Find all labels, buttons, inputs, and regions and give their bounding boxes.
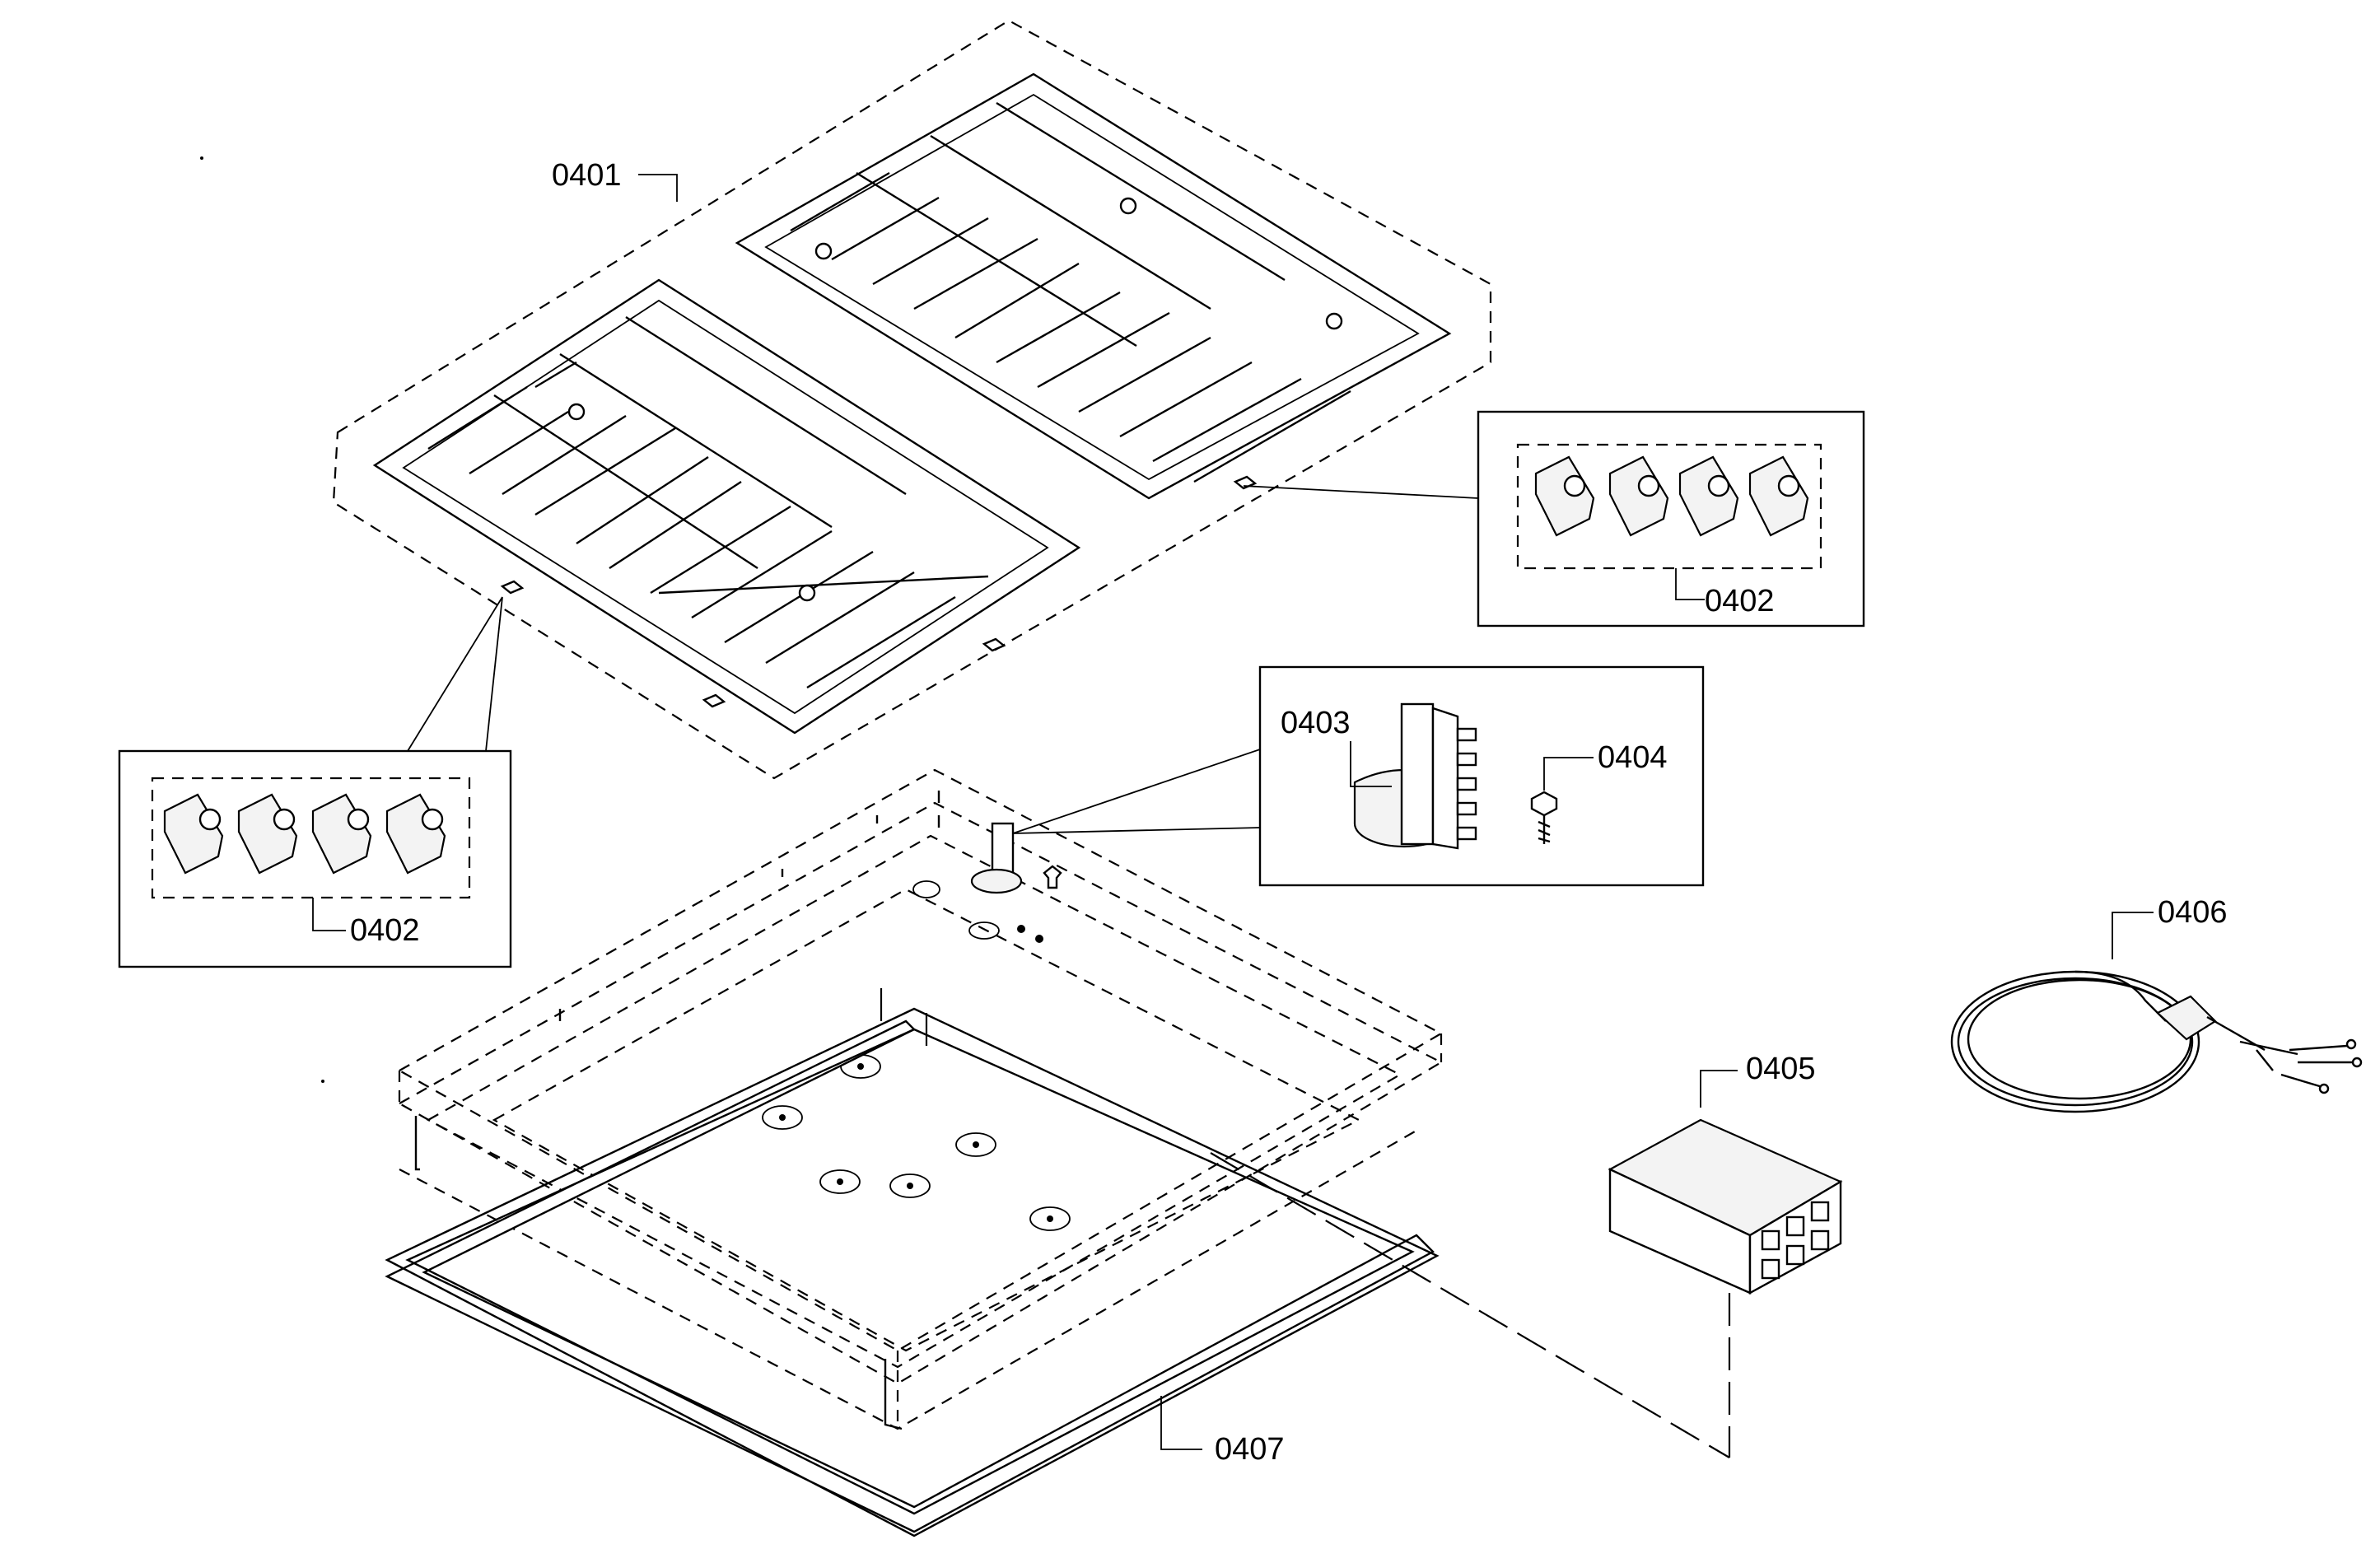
label-0405: 0405 (1746, 1052, 1816, 1086)
feet-detail-right: 0402 (1243, 410, 1865, 628)
gasket: 0407 (385, 1007, 1440, 1537)
left-grate (372, 278, 1081, 735)
burner-holes (762, 1054, 1071, 1231)
label-0403: 0403 (1281, 706, 1351, 740)
cooktop-pan (397, 768, 1444, 1430)
screw-part (1530, 791, 1558, 844)
label-0401: 0401 (552, 158, 622, 193)
spark-module-part (1353, 702, 1477, 850)
label-0406: 0406 (2158, 895, 2228, 930)
foot-parts-left (163, 793, 446, 875)
spark-module-detail: 0403 0404 (1012, 665, 1705, 887)
junction-box: 0405 (1210, 1052, 1843, 1458)
power-cord: 0406 (1950, 895, 2363, 1113)
label-0404: 0404 (1598, 740, 1668, 775)
feet-detail-left: 0402 (118, 596, 512, 968)
label-0402-left: 0402 (350, 913, 420, 948)
right-grate (735, 72, 1452, 500)
grates-assembly: 0401 (332, 19, 1492, 780)
label-0407: 0407 (1215, 1432, 1285, 1467)
label-0402-right: 0402 (1705, 584, 1775, 618)
foot-parts-right (1534, 455, 1809, 537)
